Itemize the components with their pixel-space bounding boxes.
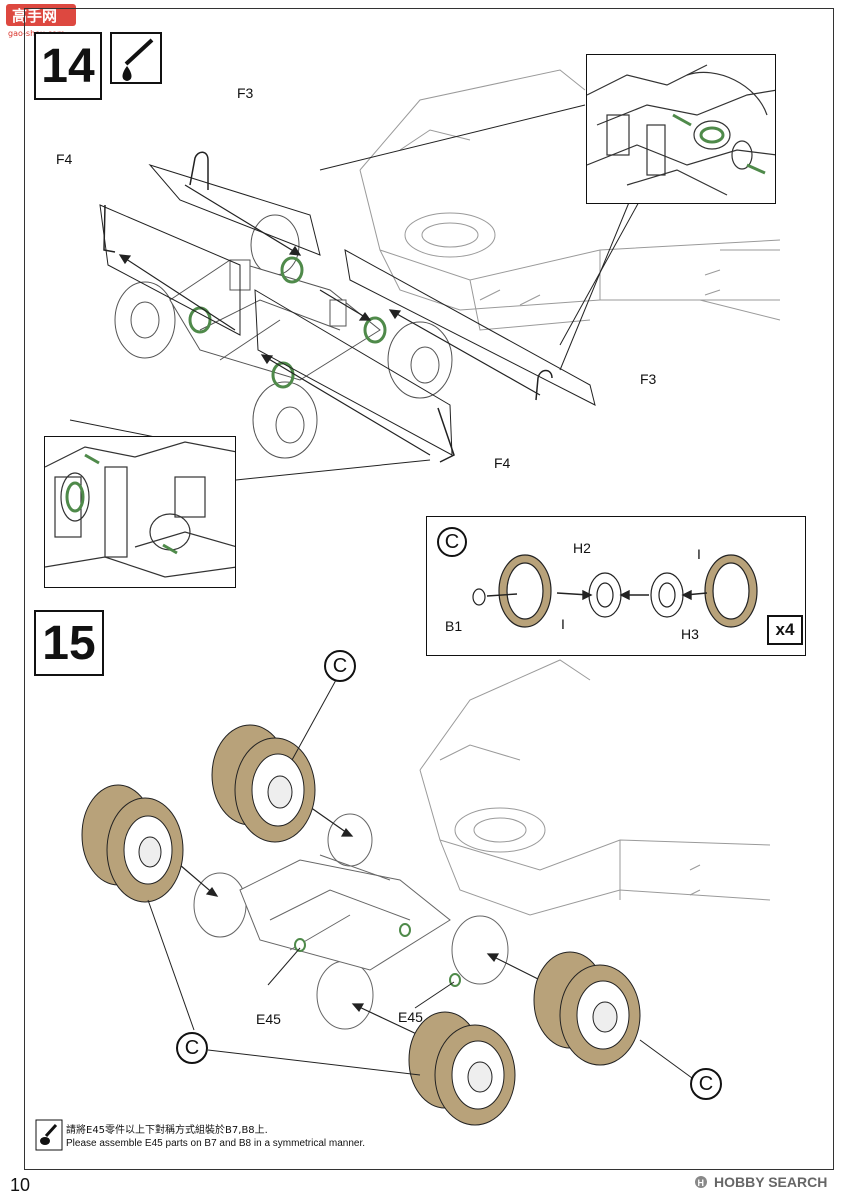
note-text-zh: 請將E45零件以上下對稱方式組裝於B7,B8上.: [66, 1125, 268, 1136]
dual-wheel-left: [81, 784, 184, 903]
c-leader-lines: [147, 679, 693, 1079]
quantity-badge: x4: [767, 615, 803, 645]
quantity-label: x4: [775, 620, 795, 639]
callout-c-top: C: [324, 650, 356, 682]
svg-text:H: H: [698, 1178, 705, 1188]
part-label-h3: H3: [681, 626, 699, 642]
part-label-f4-left: F4: [56, 151, 73, 167]
assembly-arrows: [118, 184, 541, 456]
instruction-page: [24, 8, 834, 1170]
part-label-f4-bottom: F4: [494, 455, 511, 471]
dual-wheel-right: [533, 951, 641, 1066]
part-label-h2: H2: [573, 540, 591, 556]
part-label-b1: B1: [445, 618, 463, 634]
part-label-f3-right: F3: [640, 371, 657, 387]
axle-assembly: [114, 214, 453, 459]
detail-inset-bottom-left-art: [45, 441, 235, 578]
assembly-note: 請將E45零件以上下對稱方式組裝於B7,B8上. Please assemble…: [35, 1119, 536, 1156]
subassembly-marker-label: C: [444, 531, 460, 553]
step-14-number: 14: [34, 32, 102, 100]
watermark-title: 高手网: [12, 7, 57, 25]
callout-c-top-label: C: [332, 655, 348, 677]
watermark-bottom: H HOBBY SEARCH: [694, 1172, 827, 1192]
part-label-f3-top: F3: [237, 85, 254, 101]
inset-leaders: [559, 199, 641, 346]
step-15-number: 15: [34, 610, 104, 676]
part-label-e45-right: E45: [398, 1009, 423, 1025]
step-15-label: 15: [42, 616, 96, 670]
subassembly-marker-c: C: [437, 527, 467, 557]
hose-parts: [103, 151, 553, 463]
note-text-en: Please assemble E45 parts on B7 and B8 i…: [66, 1138, 366, 1149]
callout-c-left-label: C: [184, 1037, 200, 1059]
cement-drop-icon: [122, 38, 154, 81]
chassis-outline-15: [419, 659, 771, 916]
callout-c-left: C: [176, 1032, 208, 1064]
hobby-search-logo-icon: H: [695, 1176, 707, 1188]
part-label-i-right: I: [697, 546, 701, 562]
detail-inset-top-right-art: [587, 64, 775, 196]
cement-bottle-icon-box: [110, 32, 162, 84]
watermark-brand: HOBBY SEARCH: [714, 1174, 828, 1190]
dual-wheel-top: [211, 724, 316, 843]
axle-assembly-15: [193, 813, 509, 1030]
detail-inset-top-right: [586, 54, 776, 204]
callout-c-right-label: C: [698, 1073, 714, 1095]
part-label-e45-left: E45: [256, 1011, 281, 1027]
page-number: 10: [10, 1175, 31, 1195]
wheel-subassembly: C B1 I H2 H3 I x4: [426, 516, 806, 656]
callout-c-right: C: [690, 1068, 722, 1100]
detail-inset-bottom-left: [44, 436, 236, 588]
part-label-i-left: I: [561, 616, 565, 632]
note-attention-icon: [35, 1119, 63, 1151]
step-14-label: 14: [41, 39, 95, 93]
wheel-subassembly-art: [472, 554, 758, 628]
dual-wheel-bottom: [408, 1011, 516, 1126]
